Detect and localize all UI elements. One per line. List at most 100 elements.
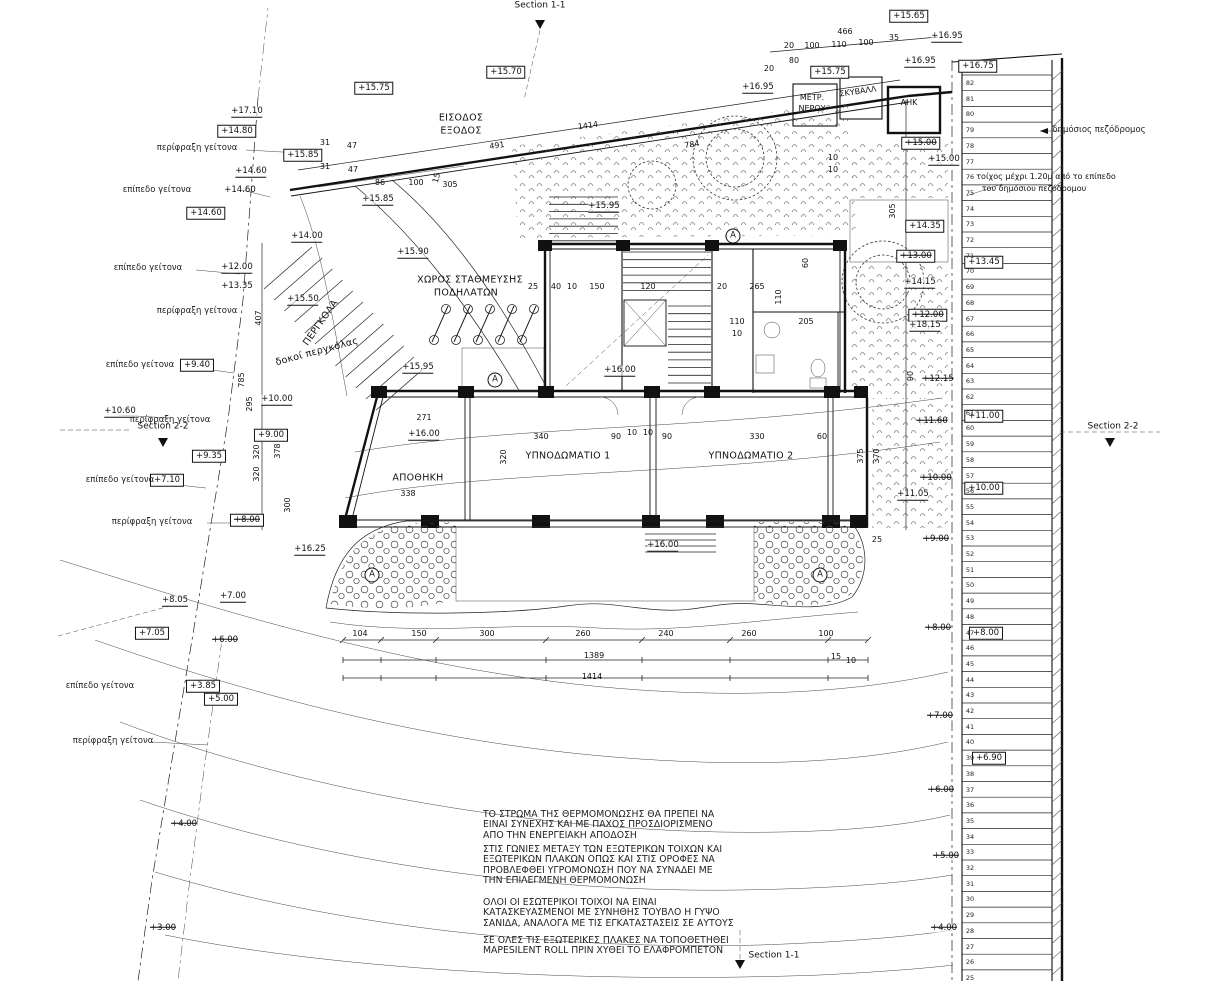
- bathroom: [752, 311, 839, 393]
- door-swing: [681, 396, 701, 416]
- dimension-text: 40: [550, 282, 562, 291]
- entry-steps: [549, 196, 618, 242]
- step-number: 43: [965, 691, 975, 700]
- level-marker: +4.00: [170, 818, 198, 829]
- east-garden-planting: [850, 140, 948, 198]
- level-marker: +14.35: [905, 219, 945, 233]
- step-number: 26: [965, 957, 975, 966]
- step-number: 50: [965, 581, 975, 590]
- step-number: 81: [965, 94, 975, 103]
- dimension-text: 240: [658, 629, 674, 638]
- level-marker: +9.35: [191, 449, 227, 463]
- construction-note: ΣΤΙΣ ΓΩΝΙΕΣ ΜΕΤΑΞΥ ΤΩΝ ΕΞΩΤΕΡΙΚΩΝ ΤΟΙΧΩΝ…: [483, 844, 723, 887]
- section-triangle-icon: [735, 960, 745, 969]
- level-marker: +9.40: [179, 358, 215, 372]
- area-label: ΠΟΔΗΛΑΤΩΝ: [433, 287, 499, 299]
- dimension-text: 10: [827, 153, 839, 162]
- level-marker: +16.00: [647, 539, 679, 552]
- level-marker: +14.60: [235, 165, 267, 178]
- level-marker: +9.00: [922, 533, 950, 544]
- dimension-text: 60: [801, 257, 810, 269]
- level-marker: +15.65: [889, 9, 929, 23]
- level-marker: +14.00: [291, 230, 323, 243]
- step-number: 77: [965, 157, 975, 166]
- level-marker: +14.60: [186, 206, 226, 220]
- step-number: 60: [965, 424, 975, 433]
- dimension-text: 15: [830, 652, 842, 661]
- contour-line: [119, 721, 951, 833]
- arrow-icon: [1040, 128, 1048, 134]
- level-marker: +12.00: [908, 308, 948, 322]
- boundary-label: περίφραξη γείτονα: [111, 516, 193, 527]
- level-marker: +13.45: [964, 255, 1004, 269]
- step-number: 29: [965, 910, 975, 919]
- step-number: 72: [965, 235, 975, 244]
- step-number: 32: [965, 863, 975, 872]
- dimension-text: 110: [774, 289, 783, 305]
- entry-terrace: [461, 347, 545, 392]
- level-marker: +15.75: [810, 65, 850, 79]
- utility-label: ΑΗΚ: [900, 98, 918, 107]
- construction-note: ΣΕ ΟΛΕΣ ΤΙΣ ΕΞΩΤΕΡΙΚΕΣ ΠΛΑΚΕΣ ΝΑ ΤΟΠΟΘΕΤ…: [483, 935, 729, 957]
- dimension-text: 320: [499, 449, 508, 465]
- door-swing: [599, 396, 619, 416]
- wall: [343, 396, 379, 520]
- contour-line: [94, 639, 949, 763]
- terrace-outline: [325, 520, 866, 614]
- level-marker: +5.00: [203, 692, 239, 706]
- step-number: 47: [965, 628, 975, 637]
- step-number: 64: [965, 361, 975, 370]
- step-number: 51: [965, 565, 975, 574]
- level-marker: +10.60: [104, 405, 136, 418]
- shaft: [623, 299, 667, 347]
- dimension-text: 205: [798, 317, 814, 326]
- boundary-label: επίπεδο γείτονα: [85, 474, 155, 485]
- step-number: 54: [965, 518, 975, 527]
- boundary-label: επίπεδο γείτονα: [65, 680, 135, 691]
- boundary-extension: [257, 7, 269, 99]
- stair-direction-line: [565, 254, 709, 387]
- step-number: 71: [965, 251, 975, 260]
- contour-line: [139, 799, 953, 891]
- dimension-text: 90: [610, 432, 622, 441]
- step-number: 34: [965, 832, 975, 841]
- level-marker: +15.95: [402, 361, 434, 374]
- dimension-text: 100: [804, 41, 820, 50]
- dimension-text: 20: [716, 282, 728, 291]
- level-marker: +6.00: [211, 634, 239, 645]
- boundary-label: περίφραξη γείτονα: [156, 142, 238, 153]
- level-marker: +13.00: [896, 249, 936, 263]
- tree-icon: [705, 128, 765, 188]
- dimension-text: 80: [788, 56, 800, 65]
- step-number: 65: [965, 345, 975, 354]
- detail-marker: A: [364, 567, 380, 583]
- detail-marker: A: [725, 228, 741, 244]
- level-marker: +10.00: [261, 393, 293, 406]
- dimension-text: 320: [252, 444, 261, 460]
- level-marker: +8.00: [229, 513, 265, 527]
- dimension-text: 100: [408, 178, 424, 187]
- level-marker: +18.15: [909, 319, 941, 332]
- level-marker: +7.00: [219, 590, 247, 603]
- step-number: 73: [965, 220, 975, 229]
- area-label: ΕΙΣΟΔΟΣ: [438, 112, 484, 124]
- area-label: ΥΠΝΟΔΩΜΑΤΙΟ 2: [708, 450, 794, 462]
- step-number: 55: [965, 502, 975, 511]
- dimension-text: 784: [683, 138, 701, 151]
- step-number: 67: [965, 314, 975, 323]
- construction-note: ΤΟ ΣΤΡΩΜΑ ΤΗΣ ΘΕΡΜΟΜΟΝΩΣΗΣ ΘΑ ΠΡΕΠΕΙ ΝΑ …: [483, 809, 715, 841]
- level-marker: +15.70: [486, 65, 526, 79]
- dimension-text: 104: [352, 629, 368, 638]
- driveway-curve: [391, 179, 550, 393]
- level-marker: +8.00: [924, 622, 952, 633]
- dimension-text: 260: [741, 629, 757, 638]
- dimension-text: 120: [640, 282, 656, 291]
- step-number: 61: [965, 408, 975, 417]
- section-triangle-icon: [535, 20, 545, 29]
- dimension-text: 1389: [583, 651, 605, 660]
- step-number: 78: [965, 141, 975, 150]
- step-number: 44: [965, 675, 975, 684]
- level-marker: +15.85: [362, 193, 394, 206]
- step-number: 62: [965, 392, 975, 401]
